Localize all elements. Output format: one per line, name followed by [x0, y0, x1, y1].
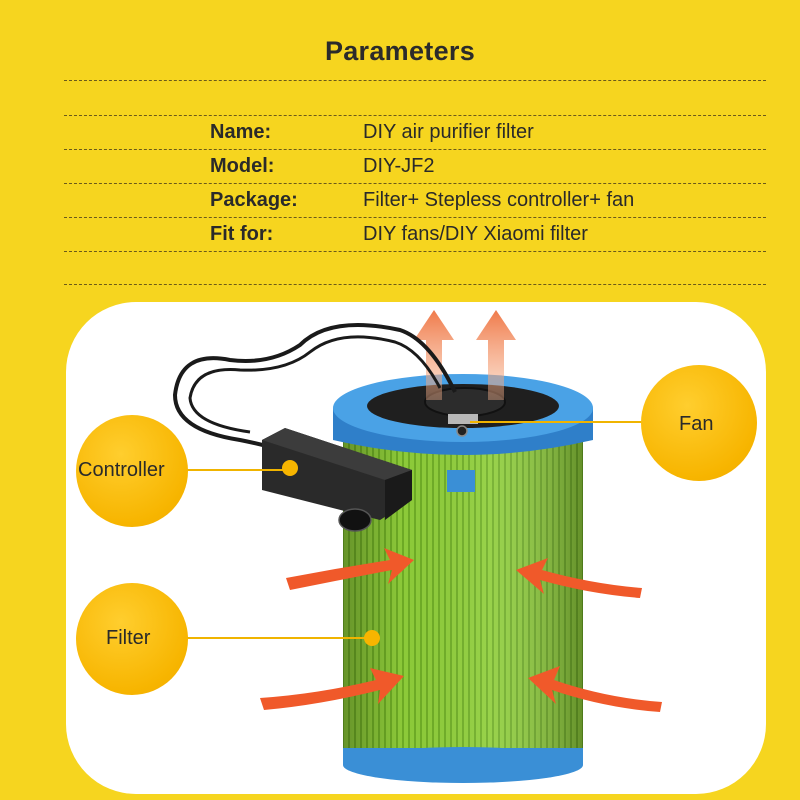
spec-row-model: Model: DIY-JF2 [210, 155, 770, 185]
controller-callout [76, 415, 188, 527]
intake-arrows [260, 548, 662, 712]
fan-callout [641, 365, 757, 481]
spec-key: Name: [210, 121, 272, 143]
spec-value: DIY fans/DIY Xiaomi filter [363, 223, 588, 245]
page-title: Parameters [324, 36, 476, 66]
spec-value: Filter+ Stepless controller+ fan [363, 189, 635, 211]
divider-line [64, 217, 766, 218]
spec-row-package: Package: Filter+ Stepless controller+ fa… [210, 189, 770, 219]
filter-callout [76, 583, 188, 695]
divider-line [64, 80, 766, 81]
spec-value: DIY-JF2 [363, 155, 435, 177]
divider-line [64, 115, 766, 116]
divider-line [64, 149, 766, 150]
divider-line [64, 251, 766, 252]
filter-label: Filter [106, 627, 151, 649]
spec-row-fit-for: Fit for: DIY fans/DIY Xiaomi filter [210, 223, 770, 253]
spec-key: Fit for: [210, 223, 274, 245]
divider-line [64, 183, 766, 184]
spec-key: Model: [210, 155, 275, 177]
spec-row-name: Name: DIY air purifier filter [210, 121, 770, 151]
spec-value: DIY air purifier filter [363, 121, 534, 143]
spec-key: Package: [210, 189, 298, 211]
controller-device [262, 428, 412, 532]
fan-label: Fan [679, 413, 714, 435]
divider-line [64, 284, 766, 285]
controller-label: Controller [78, 459, 165, 481]
